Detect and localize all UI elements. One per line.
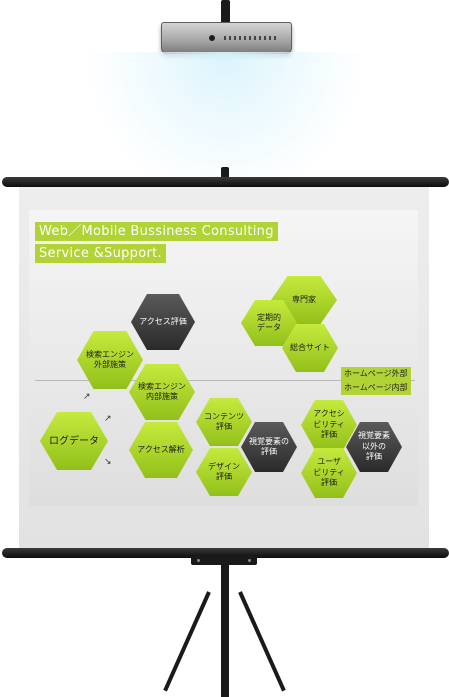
hex-access-evaluation: アクセス評価	[131, 294, 195, 350]
screen-bottom-bar	[2, 548, 449, 558]
hex-usability-evaluation: ユーザ ビリティ 評価	[301, 448, 357, 498]
tag-homepage-internal: ホームページ内部	[341, 381, 411, 395]
projector	[161, 22, 292, 54]
tripod-pole	[221, 565, 229, 697]
screen-top-bar	[2, 177, 449, 187]
tripod-leg-left	[163, 591, 211, 692]
arrow-right-icon: ↗	[104, 414, 112, 424]
hex-general-site: 総合サイト	[282, 324, 338, 372]
slide-title-line-2: Service &Support.	[35, 244, 166, 263]
hex-seo-internal: 検索エンジン 内部施策	[129, 364, 195, 420]
hex-accessibility-evaluation: アクセシ ビリティ 評価	[301, 400, 357, 450]
arrow-down-icon: ↘	[104, 457, 112, 467]
ceiling-mount	[221, 0, 230, 26]
slide-title-line-1: Web／Mobile Bussiness Consulting	[35, 222, 278, 241]
hex-access-analysis: アクセス解析	[129, 422, 193, 478]
tag-homepage-external: ホームページ外部	[341, 367, 411, 381]
projector-lens-icon	[209, 35, 215, 41]
tripod-leg-right	[238, 591, 286, 692]
hex-visual-element-evaluation: 視覚要素の 評価	[241, 422, 297, 472]
stand-bracket	[191, 556, 257, 565]
projector-vents	[224, 36, 278, 40]
hex-non-visual-element-evaluation: 視覚要素 以外の 評価	[346, 422, 402, 472]
arrow-up-icon: ↗	[83, 392, 91, 402]
external-internal-divider	[35, 380, 415, 381]
screen-hook	[221, 167, 229, 179]
